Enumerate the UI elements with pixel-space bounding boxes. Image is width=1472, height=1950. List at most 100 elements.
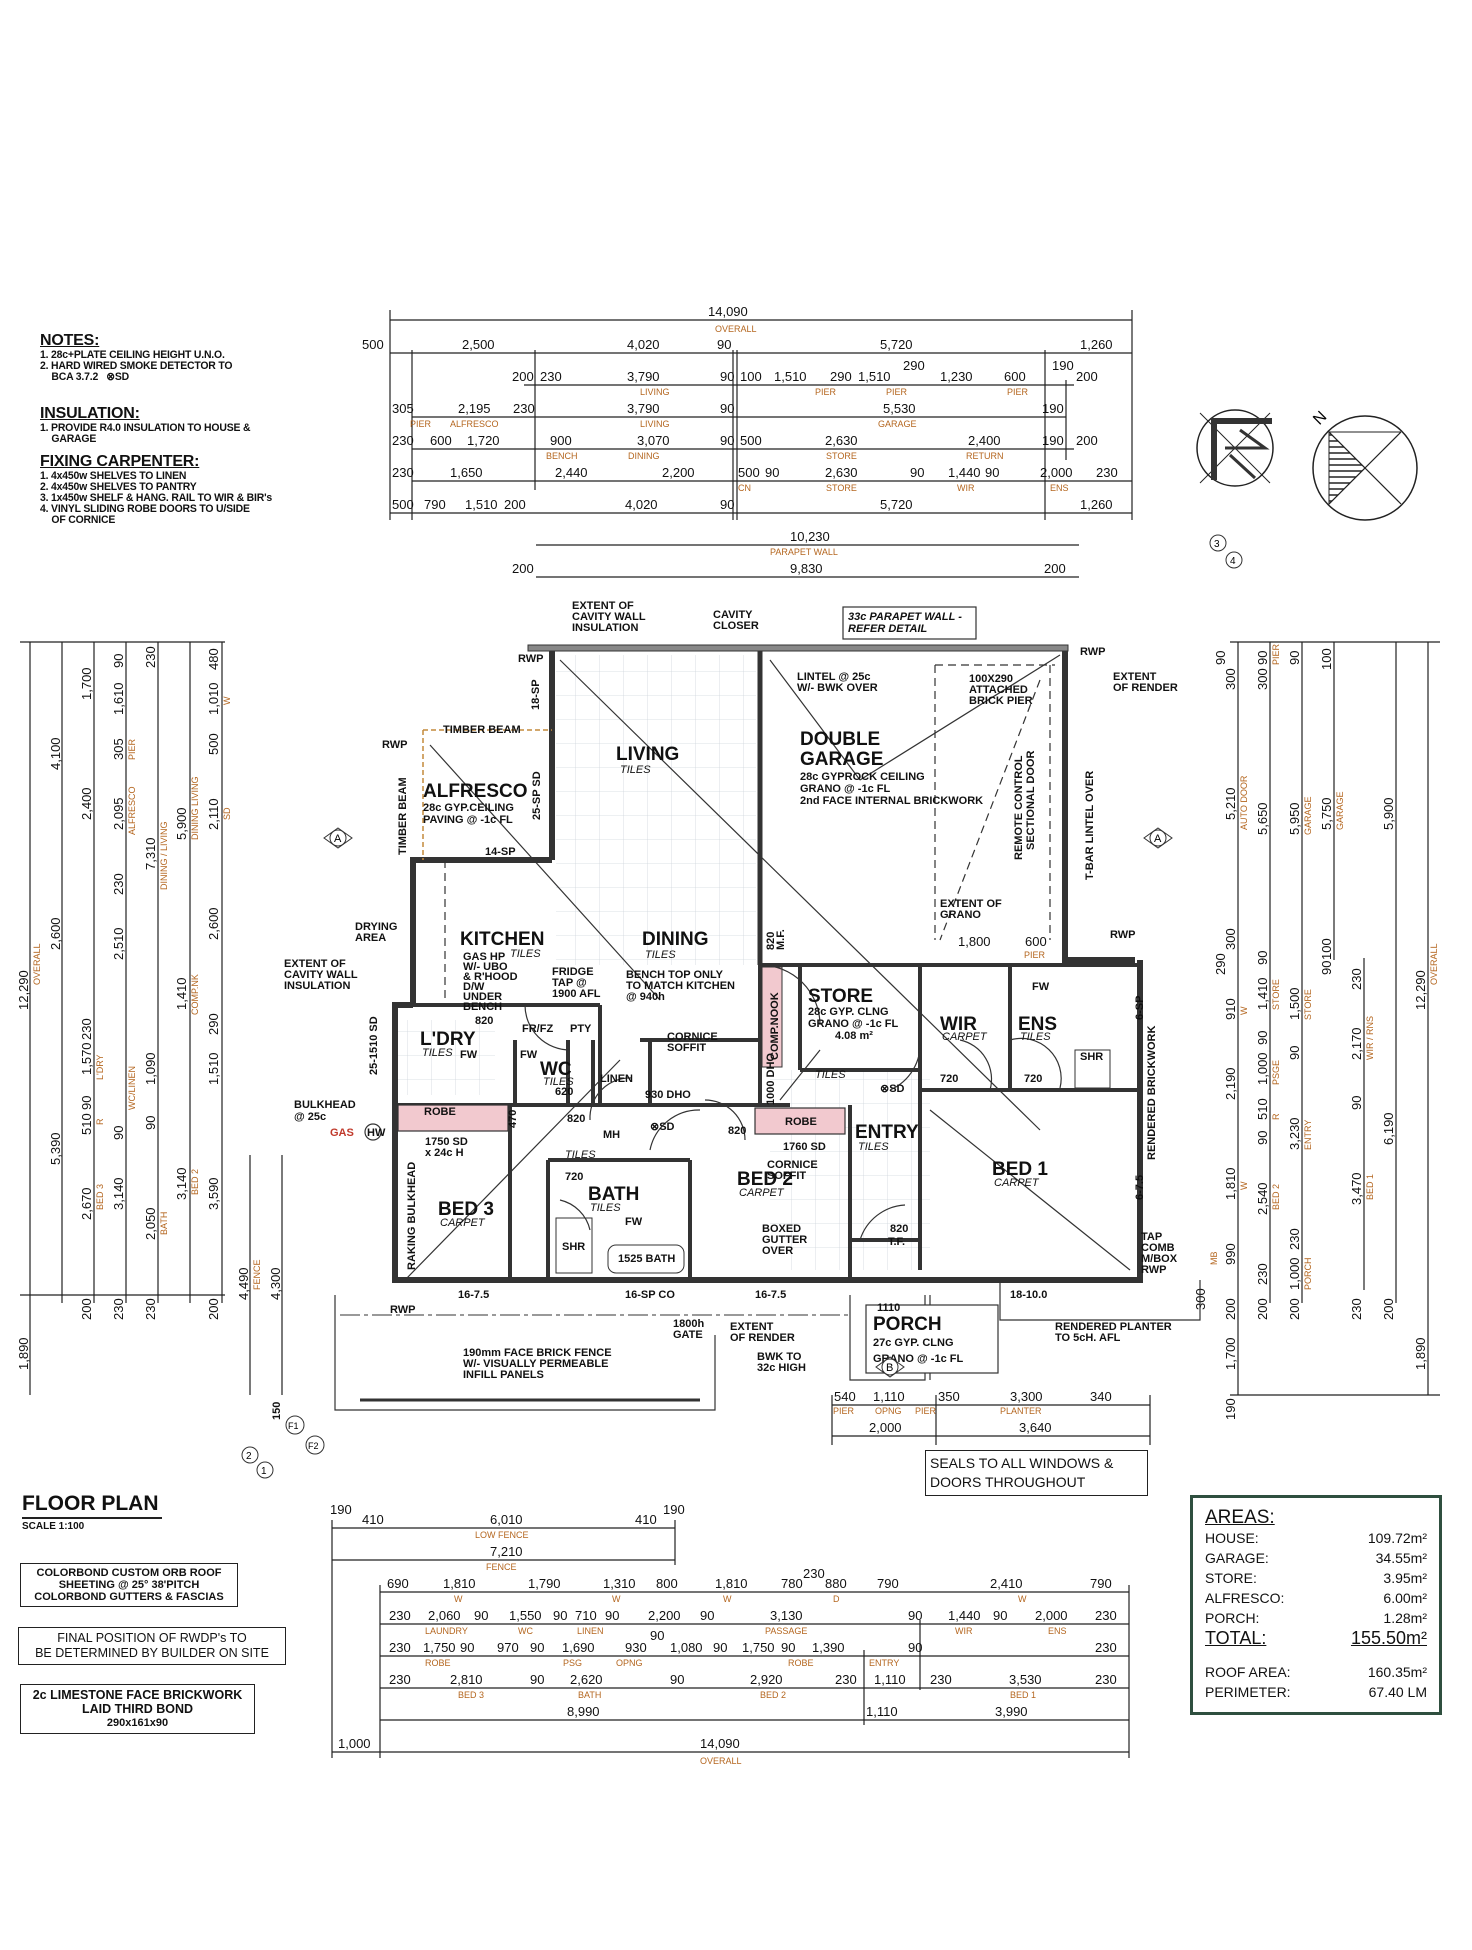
dim-value: 1,720 [467,433,500,448]
dim-label: W [454,1594,463,1604]
annotation-text: TO MATCH KITCHEN [626,980,735,992]
annotation-text: 930 DHO [645,1089,691,1101]
room-store: STORE [808,986,873,1007]
floor-waste-label: FW [1032,981,1050,993]
section-label: A [334,833,342,845]
dim-value: 3,140 [174,1167,189,1200]
dim-value: 2,400 [79,787,94,820]
room-note: GRANO @ -1c FL [800,783,890,795]
dim-value: 500 [740,433,762,448]
section-marker-a-right: A [1143,827,1173,849]
window-code: 16-SP CO [625,1289,675,1301]
room-finish: TILES [815,1069,846,1081]
dim-value: 1,090 [143,1052,158,1085]
annotation-text: CAVITY [713,609,753,621]
dim-value: 230 [540,369,562,384]
note-item: BCA 3.7.2 [51,371,99,383]
window-code: 6-SP [1134,996,1146,1020]
dim-value: 2,200 [648,1608,681,1623]
annotation-text: EXTENT OF [940,898,1002,910]
room-finish: CARPET [994,1177,1040,1189]
door-width: 620 [555,1086,573,1098]
annotation-text: DRYING [355,921,397,933]
area-total-label: TOTAL: [1205,1628,1267,1648]
dim-value: 3,070 [637,433,670,448]
dim-value: 200 [504,497,526,512]
room-alfresco: ALFRESCO [423,781,528,802]
dim-value: 6,010 [490,1512,523,1527]
annotation-text: TAP [1141,1231,1162,1243]
dim-value: 90 [1319,961,1334,975]
annotation-text: 1760 SD [783,1141,826,1153]
dim-value: 500 [362,337,384,352]
dim-value: 230 [835,1672,857,1687]
dim-value: 1,440 [948,465,981,480]
annotation-text: CAVITY WALL [572,611,646,623]
top-dimension-text: 14,090 OVERALL 500 2,500 4,020 90 5,720 … [362,304,1118,576]
annotation-text: SOFFIT [667,1042,706,1054]
dim-value: 290 [206,1013,221,1035]
dim-label: PIER [1271,643,1281,665]
dim-value: 5,900 [1381,797,1396,830]
annotation-text: LINTEL @ 25c [797,671,871,683]
annotation-text: RENDERED BRICKWORK [1146,1026,1158,1161]
dim-value: 230 [389,1672,411,1687]
dim-label: ALFRESCO [127,786,137,835]
room-note: 4.08 m² [835,1030,873,1042]
dim-value: 4,020 [627,337,660,352]
dim-label: OVERALL [700,1756,742,1766]
window-code: 18-SP [530,679,542,710]
dim-label: LOW FENCE [475,1530,529,1540]
bottom-dimension-lines [331,1520,1130,1758]
annotation-text: TO 5cH. AFL [1055,1332,1121,1344]
door-width: 820 [890,1223,908,1235]
dim-value: 200 [1255,1298,1270,1320]
dim-value: 4,300 [268,1267,283,1300]
dim-label: BENCH [546,451,578,461]
dim-value: 710 [575,1608,597,1623]
area-label: ROOF AREA: [1205,1664,1291,1680]
box-line: 2c LIMESTONE FACE BRICKWORK [32,1688,243,1702]
box-line: 290x161x90 [106,1717,169,1729]
annotation-text: INSULATION [572,622,638,634]
room-finish: CARPET [739,1187,785,1199]
annotation-text: RAKING BULKHEAD [406,1162,418,1270]
dim-value: 90 [474,1608,488,1623]
dim-value: 230 [1095,1640,1117,1655]
annotation-text: SOFFIT [767,1170,806,1182]
marker-label: 4 [1230,556,1236,567]
dim-value: 2,000 [1035,1608,1068,1623]
dim-value: 90 [993,1608,1007,1623]
box-line: COLORBOND CUSTOM ORB ROOF [36,1567,222,1579]
dim-value: 1,610 [111,682,126,715]
dim-value: 1,510 [858,369,891,384]
dim-value: 2,110 [206,798,221,830]
room-living: LIVING [616,744,679,765]
hw-label: HW [367,1127,386,1139]
fixing-item: 2. 4x450w SHELVES TO PANTRY [40,481,197,493]
pantry-label: PTY [570,1023,592,1035]
box-line: COLORBOND GUTTERS & FASCIAS [34,1591,224,1603]
right-dimension-text: 90 300 5,210 AUTO DOOR 300 290 910 W 2,1… [1193,643,1439,1420]
annotation-text: 32c HIGH [757,1362,806,1374]
note-item: 1. 28c+PLATE CEILING HEIGHT U.N.O. [40,349,225,361]
dim-value: 305 [111,738,126,760]
dim-value: 1,510 [774,369,807,384]
dim-value: 90 [717,337,731,352]
annotation-text: BULKHEAD [294,1099,356,1111]
dim-value: 7,310 [143,837,158,870]
dim-value: 290 [1213,953,1228,975]
dim-value: 90 [530,1640,544,1655]
dim-label: R [95,1118,105,1125]
dim-value: 790 [424,497,446,512]
section-markers: A A B 2 1 F1 F2 150 3 4 [241,534,1243,1479]
dim-value: 2,510 [111,927,126,960]
annotation-text: M/BOX [1141,1253,1178,1265]
area-value: 34.55m² [1375,1550,1427,1566]
dim-value: 1,230 [940,369,973,384]
area-total-value: 155.50m² [1350,1628,1427,1648]
dim-label: PLANTER [1000,1406,1042,1416]
dim-label: OVERALL [32,943,42,985]
annotation-text: x 24c H [425,1147,464,1159]
dim-value: 1,500 [1287,987,1302,1020]
